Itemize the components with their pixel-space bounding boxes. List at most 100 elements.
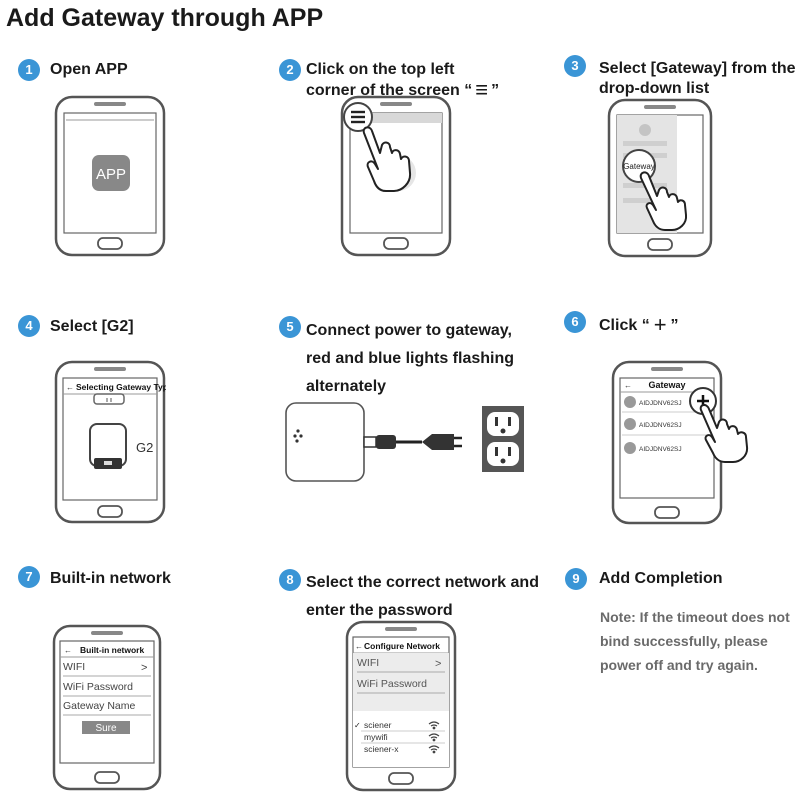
back-arrow-icon[interactable]: ← — [624, 381, 632, 390]
step-7-text: Built-in network — [50, 569, 171, 589]
step-4-badge: 4 — [18, 315, 40, 337]
phone-builtin-network: ← Built-in network WIFI > WiFi Password … — [52, 624, 162, 791]
hand-pointer-icon — [639, 171, 688, 231]
back-arrow-icon[interactable]: ← — [64, 646, 72, 655]
step-2-line-1: Click on the top left — [306, 61, 455, 78]
gateway-list-header: Gateway — [648, 380, 685, 390]
app-icon-label: APP — [96, 166, 126, 183]
select-type-header: Selecting Gateway Type — [76, 382, 166, 392]
step-7-badge: 7 — [18, 566, 40, 588]
g2-label: G2 — [136, 440, 153, 455]
step-5-line-1: Connect power to gateway, — [306, 322, 512, 339]
note-line-1: Note: If the timeout does not — [600, 609, 790, 625]
back-arrow-icon[interactable]: ← — [66, 383, 74, 392]
gateway-name-field[interactable]: Gateway Name — [63, 700, 136, 712]
gateway-item-name: AIDJDNV62SJ — [639, 422, 682, 429]
step-6-line-1: Click “+” — [599, 312, 679, 337]
hand-pointer-icon — [362, 126, 412, 192]
step-9-line-1: Add Completion — [599, 570, 723, 587]
wifi-label: WIFI — [63, 661, 85, 673]
step-5-badge: 5 — [279, 316, 301, 338]
power-connection-illustration — [285, 402, 524, 482]
gateway-list-item[interactable]: AIDJDNV62SJ — [624, 442, 682, 454]
usb-cable — [363, 434, 462, 450]
menu-glyph: ≡ — [475, 77, 489, 102]
step-2-quote-open: “ — [464, 82, 473, 99]
wifi-select-field[interactable]: WIFI > — [63, 661, 147, 674]
configure-header: Configure Network — [364, 641, 440, 651]
step-6-quote-open: “ — [641, 317, 650, 334]
step-3-text: Select [Gateway] from the drop-down list — [599, 59, 796, 99]
step-1-badge: 1 — [18, 59, 40, 81]
hand-pointer-icon — [699, 404, 749, 463]
builtin-header: Built-in network — [80, 645, 144, 655]
sure-button-label: Sure — [95, 723, 117, 734]
step-5-text: Connect power to gateway, red and blue l… — [306, 317, 514, 401]
network-name: sciener — [364, 720, 392, 730]
page-title: Add Gateway through APP — [6, 4, 324, 32]
wall-outlet-icon — [482, 406, 524, 472]
gateway-item-name: AIDJDNV62SJ — [639, 400, 682, 407]
step-3-badge: 3 — [564, 55, 586, 77]
note-line-3: power off and try again. — [600, 657, 758, 673]
gateway-bubble-label: Gateway — [623, 162, 655, 171]
wifi-label: WIFI — [357, 657, 379, 669]
network-list-item[interactable]: ✓ sciener — [354, 720, 440, 730]
gateway-device — [285, 402, 365, 482]
network-name: sciener-x — [364, 744, 399, 754]
network-list-item[interactable]: mywifi — [364, 732, 440, 742]
sure-button[interactable]: Sure — [82, 721, 130, 734]
step-6-badge: 6 — [564, 311, 586, 333]
wifi-signal-icon — [428, 745, 440, 754]
phone-open-app: APP — [54, 95, 166, 257]
phone-menu — [340, 95, 452, 257]
plus-glyph: + — [653, 312, 667, 337]
app-icon[interactable]: APP — [92, 155, 130, 191]
step-4-text: Select [G2] — [50, 317, 134, 337]
network-name: mywifi — [364, 732, 388, 742]
gateway-item-name: AIDJDNV62SJ — [639, 446, 682, 453]
gateway-list-item[interactable]: AIDJDNV62SJ — [624, 418, 682, 430]
step-8-text: Select the correct network and enter the… — [306, 569, 539, 625]
phone-select-type: ← Selecting Gateway Type G2 — [54, 360, 166, 524]
gateway-list-item[interactable]: AIDJDNV62SJ — [624, 396, 682, 408]
step-5-line-2: red and blue lights flashing — [306, 350, 515, 367]
step-1-text: Open APP — [50, 60, 128, 80]
step-5-line-3: alternately — [306, 378, 387, 395]
step-2-quote-close: ” — [491, 82, 500, 99]
step-2-line-2-text: corner of the screen — [306, 82, 460, 99]
phone-configure-network: ← Configure Network WIFI > WiFi Password… — [345, 620, 457, 792]
wifi-signal-icon — [428, 733, 440, 742]
step-8-line-1: Select the correct network and — [306, 574, 539, 591]
step-4-line-1: Select [G2] — [50, 318, 134, 335]
step-6-quote-close: ” — [670, 317, 679, 334]
note-line-2: bind successfully, please — [600, 633, 768, 649]
step-8-badge: 8 — [279, 569, 301, 591]
step-9-text: Add Completion — [599, 569, 723, 589]
step-2-line-2: corner of the screen “≡” — [306, 77, 500, 102]
back-arrow-icon[interactable]: ← — [355, 642, 363, 651]
g2-gateway-option[interactable]: G2 — [89, 423, 153, 469]
step-3-line-2: drop-down list — [599, 80, 710, 97]
phone-gateway-dropdown: Gateway — [607, 98, 713, 258]
network-list-item[interactable]: sciener-x — [364, 744, 440, 754]
wifi-password-field[interactable]: WiFi Password — [357, 678, 427, 690]
menu-icon[interactable] — [343, 102, 373, 132]
chevron-right-icon: > — [435, 658, 441, 670]
wifi-signal-icon — [428, 721, 440, 730]
step-9-badge: 9 — [565, 568, 587, 590]
step-6-line-1-text: Click — [599, 317, 642, 334]
check-icon: ✓ — [354, 721, 361, 730]
step-6-text: Click “+” — [599, 312, 679, 337]
timeout-note: Note: If the timeout does not bind succe… — [600, 605, 795, 677]
step-3-line-1: Select [Gateway] from the — [599, 60, 796, 77]
phone-gateway-list: ← Gateway AIDJDNV62SJ AIDJDNV62SJ AIDJDN… — [611, 360, 723, 525]
step-8-line-2: enter the password — [306, 602, 453, 619]
step-2-text: Click on the top left corner of the scre… — [306, 60, 499, 101]
step-7-line-1: Built-in network — [50, 570, 171, 587]
step-1-line-1: Open APP — [50, 61, 128, 78]
chevron-right-icon: > — [141, 662, 147, 674]
wifi-select-field[interactable]: WIFI > — [357, 657, 441, 670]
step-2-badge: 2 — [279, 59, 301, 81]
wifi-password-field[interactable]: WiFi Password — [63, 681, 133, 693]
